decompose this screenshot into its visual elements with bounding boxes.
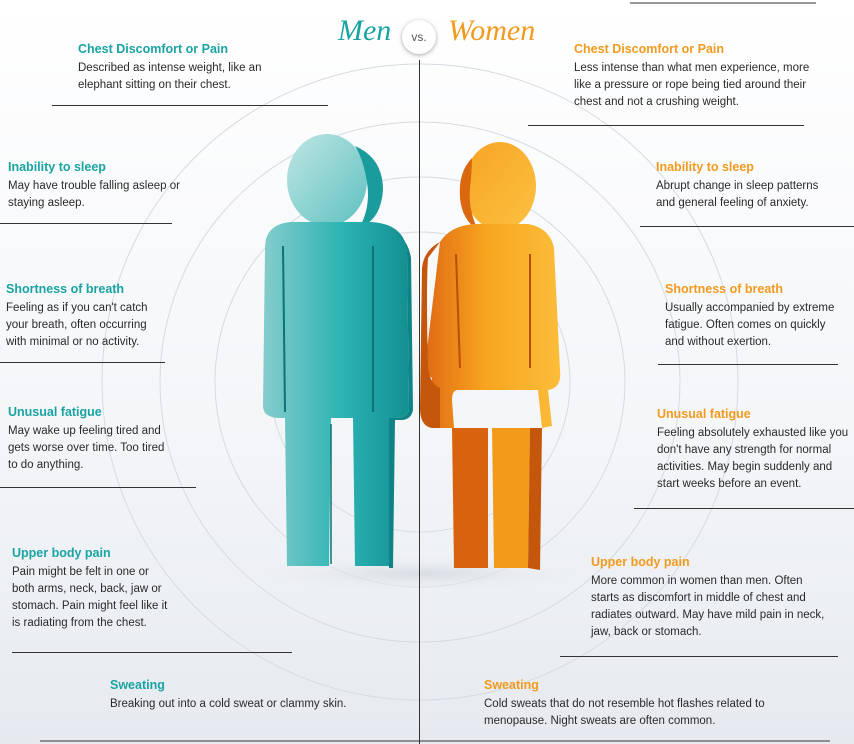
women-title: Women [448,14,536,47]
men-sweating-heading: Sweating [110,678,165,692]
women-rule-3 [658,364,838,365]
women-upper-body-heading: Upper body pain [591,555,690,569]
men-rule-2 [0,223,172,224]
women-sweating-heading: Sweating [484,678,539,692]
women-sleep-text: Abrupt change in sleep patterns and gene… [656,180,819,209]
woman-figure [420,142,561,570]
women-rule-2 [640,226,854,227]
women-rule-5 [560,656,838,657]
men-chest-pain-text: Described as intense weight, like an ele… [78,62,262,91]
women-sweating-text: Cold sweats that do not resemble hot fla… [484,698,765,727]
men-fatigue: Unusual fatigue May wake up feeling tire… [8,405,168,474]
women-sleep-heading: Inability to sleep [656,160,754,174]
men-chest-pain-heading: Chest Discomfort or Pain [78,42,229,56]
men-upper-body-heading: Upper body pain [12,546,111,560]
women-breath: Shortness of breath Usually accompanied … [665,282,845,351]
men-title: Men [338,14,392,47]
women-rule-4 [634,508,854,509]
men-upper-body: Upper body pain Pain might be felt in on… [12,546,172,632]
men-sleep-text: May have trouble falling asleep or stayi… [8,180,180,209]
men-sleep: Inability to sleep May have trouble fall… [8,160,188,212]
center-divider [419,60,420,744]
men-sweating-text: Breaking out into a cold sweat or clammy… [110,698,347,710]
men-rule-1 [52,105,328,106]
women-chest-pain-text: Less intense than what men experience, m… [574,62,810,108]
women-fatigue: Unusual fatigue Feeling absolutely exhau… [657,407,853,493]
men-rule-3 [0,362,165,363]
women-upper-body: Upper body pain More common in women tha… [591,555,831,641]
women-chest-pain: Chest Discomfort or Pain Less intense th… [574,42,824,111]
women-sweating: Sweating Cold sweats that do not resembl… [484,678,774,730]
men-fatigue-text: May wake up feeling tired and gets worse… [8,425,165,471]
women-sleep: Inability to sleep Abrupt change in slee… [656,160,836,212]
men-breath: Shortness of breath Feeling as if you ca… [6,282,166,351]
men-fatigue-heading: Unusual fatigue [8,405,102,419]
men-rule-5 [12,652,292,653]
women-fatigue-heading: Unusual fatigue [657,407,751,421]
women-breath-heading: Shortness of breath [665,282,784,296]
men-sweating: Sweating Breaking out into a cold sweat … [110,678,390,713]
men-sleep-heading: Inability to sleep [8,160,106,174]
women-chest-pain-heading: Chest Discomfort or Pain [574,42,725,56]
vs-badge: vs. [402,20,436,54]
women-breath-text: Usually accompanied by extreme fatigue. … [665,302,835,348]
man-figure [263,134,413,568]
men-upper-body-text: Pain might be felt in one or both arms, … [12,566,168,629]
men-rule-4 [0,487,196,488]
men-breath-text: Feeling as if you can't catch your breat… [6,302,148,348]
men-breath-heading: Shortness of breath [6,282,125,296]
women-rule-1 [528,125,804,126]
men-chest-pain: Chest Discomfort or Pain Described as in… [78,42,298,94]
women-upper-body-text: More common in women than men. Often sta… [591,575,825,638]
women-fatigue-text: Feeling absolutely exhausted like you do… [657,427,849,490]
